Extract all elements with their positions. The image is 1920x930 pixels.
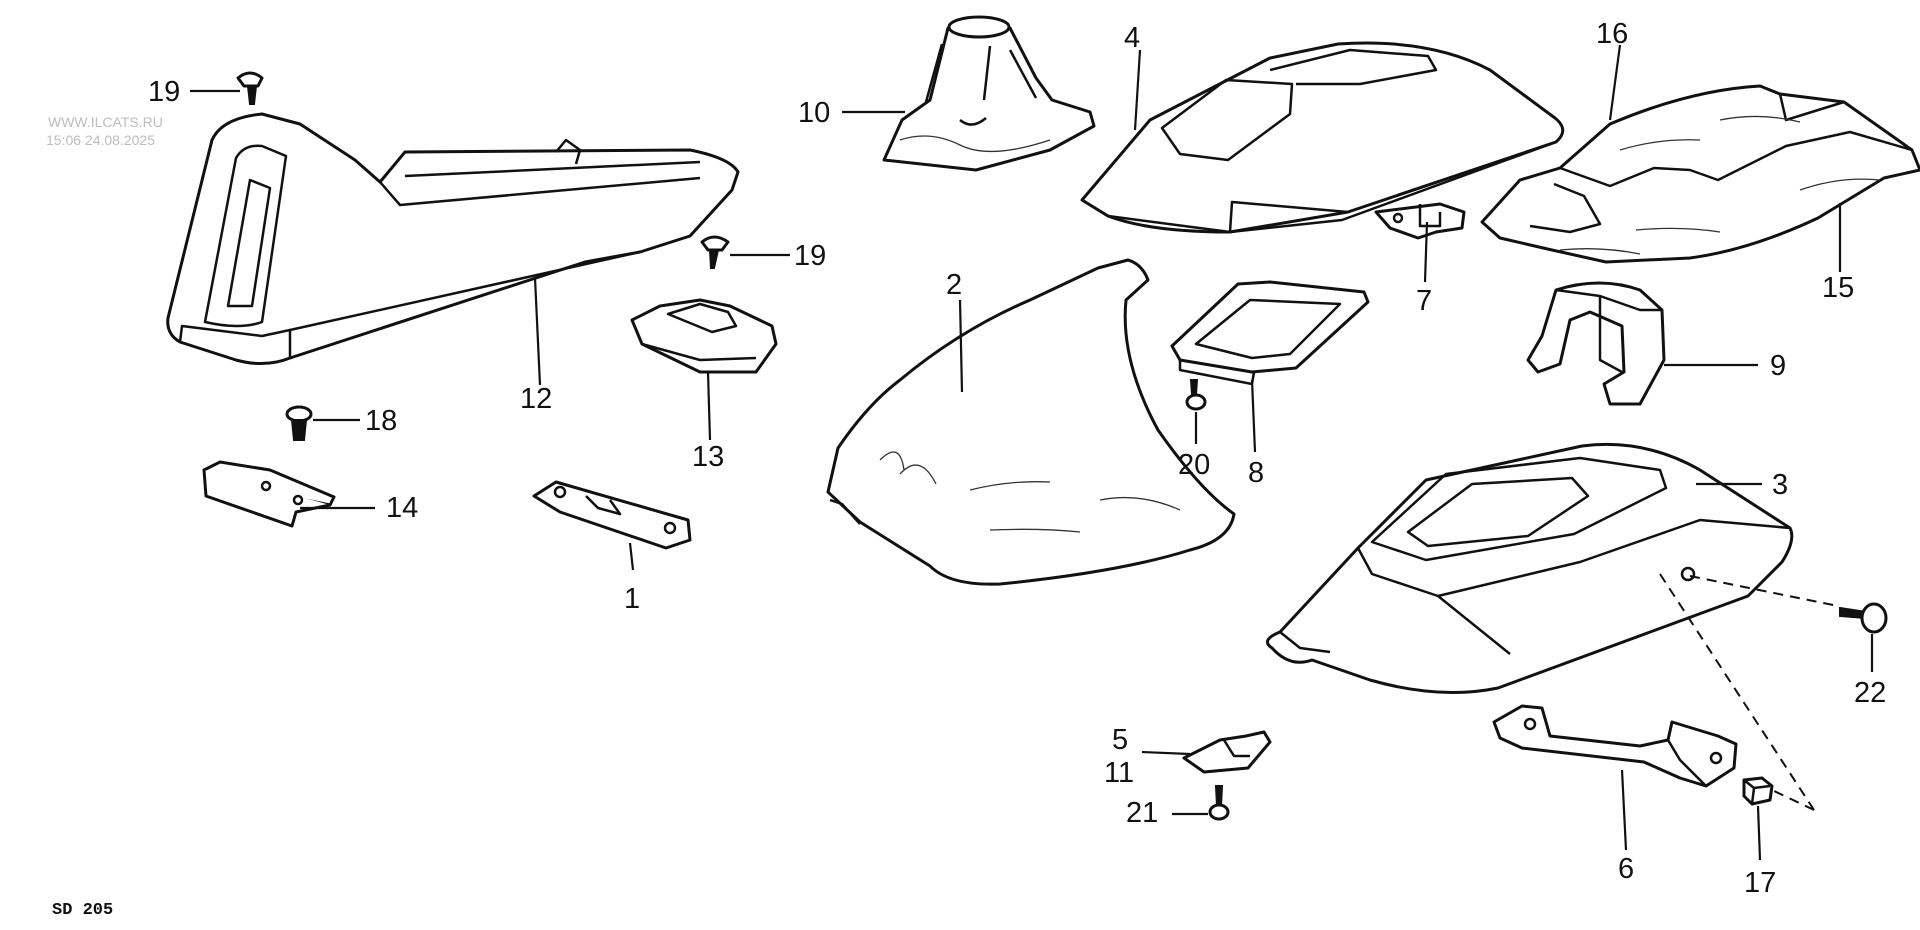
callout-4: 4 <box>1124 22 1140 54</box>
callout-6: 6 <box>1618 853 1634 885</box>
callout-11: 11 <box>1104 757 1134 789</box>
diagram-code: SD 205 <box>52 901 113 920</box>
callout-22: 22 <box>1854 677 1886 709</box>
callout-7: 7 <box>1416 285 1432 317</box>
part-22-bolt[interactable] <box>1839 602 1888 634</box>
callout-8: 8 <box>1248 457 1264 489</box>
part-8-frame[interactable] <box>1170 280 1370 386</box>
callout-16: 16 <box>1596 18 1628 50</box>
callout-14: 14 <box>386 492 418 524</box>
part-1-bracket[interactable] <box>532 480 692 550</box>
part-19-clip-upper[interactable] <box>236 71 264 105</box>
callout-20: 20 <box>1178 449 1210 481</box>
callout-1: 1 <box>624 583 640 615</box>
part-17-nut[interactable] <box>1742 776 1774 806</box>
callout-17: 17 <box>1744 867 1776 899</box>
callout-10: 10 <box>798 97 830 129</box>
callout-5: 5 <box>1112 724 1128 756</box>
part-21-screw[interactable] <box>1208 785 1230 821</box>
callout-3: 3 <box>1772 469 1788 501</box>
part-4-console-cover[interactable] <box>1080 41 1565 234</box>
leader-lines <box>190 44 1874 861</box>
part-7-bracket[interactable] <box>1374 202 1466 240</box>
watermark-timestamp: 15:06 24.08.2025 <box>46 132 155 148</box>
part-3-front-console[interactable] <box>1266 442 1794 694</box>
callout-19-lower: 19 <box>794 240 826 272</box>
callout-13: 13 <box>692 441 724 473</box>
callout-15: 15 <box>1822 272 1854 304</box>
callout-19-upper: 19 <box>148 76 180 108</box>
callout-12: 12 <box>520 383 552 415</box>
part-6-bracket[interactable] <box>1492 704 1738 788</box>
part-16-15-tunnel-cover[interactable] <box>1480 84 1920 264</box>
part-14-bracket[interactable] <box>202 460 336 528</box>
callout-2: 2 <box>946 269 962 301</box>
callout-numbers: 19 19 12 18 14 13 1 2 10 4 16 15 7 8 20 … <box>148 18 1886 899</box>
part-13-bracket[interactable] <box>630 298 778 374</box>
part-5-11-clip[interactable] <box>1182 730 1272 774</box>
watermark-site: WWW.ILCATS.RU <box>48 114 163 130</box>
part-19-clip-lower[interactable] <box>700 235 730 269</box>
part-10-shift-boot[interactable] <box>882 15 1096 172</box>
callout-9: 9 <box>1770 350 1786 382</box>
part-20-screw[interactable] <box>1185 379 1207 411</box>
part-18-bolt[interactable] <box>285 405 313 441</box>
part-12-rear-console[interactable] <box>166 112 740 365</box>
callout-21: 21 <box>1126 797 1158 829</box>
part-9-bracket[interactable] <box>1526 281 1666 406</box>
callout-18: 18 <box>365 405 397 437</box>
part-2-brake-boot[interactable] <box>826 258 1236 586</box>
